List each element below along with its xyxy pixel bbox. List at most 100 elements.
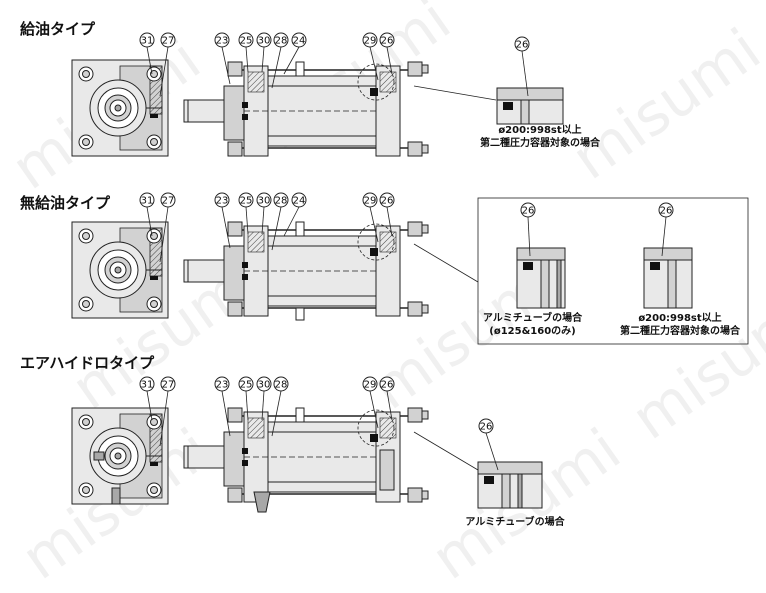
- tie-rod-nut-2: [227, 141, 243, 157]
- note-s2b-line1: ø200:998st以上: [638, 313, 722, 324]
- tie-rod-nut-inner-1: [150, 232, 158, 240]
- leader-line: [159, 390, 169, 447]
- callout-s3_side-5: 26: [379, 376, 395, 421]
- rod-seal-top: [242, 102, 248, 108]
- note-s2a: アルミチューブの場合 (ø125&160のみ): [470, 312, 595, 338]
- front-view-s1_front: [71, 59, 169, 157]
- tie-rod-nut-inner-3: [150, 300, 158, 308]
- callout-s2_detail_a: 26: [520, 202, 536, 257]
- tie-rod-end-1: [421, 304, 429, 314]
- rod-seal-bottom: [242, 114, 248, 120]
- leader-line: [386, 390, 393, 421]
- detail-alu-tube: [517, 473, 523, 509]
- leader-line: [245, 390, 249, 421]
- callout-number: 26: [660, 206, 673, 217]
- callout-number: 31: [141, 36, 154, 47]
- callout-s1_detail: 26: [514, 36, 530, 97]
- callout-number: 23: [216, 36, 229, 47]
- detail-cover: [477, 461, 543, 475]
- callout-s1_side-4: 24: [283, 32, 307, 75]
- tie-rod-nut-inner-2: [82, 300, 90, 308]
- detail-tube-wall: [540, 259, 550, 309]
- callout-number: 28: [275, 380, 288, 391]
- head-cover-section: [379, 231, 397, 253]
- callout-s3_side-0: 23: [214, 376, 231, 437]
- detail-circle: [357, 223, 395, 261]
- hydro-nozzle: [253, 491, 271, 513]
- side-view-s2_side: [183, 221, 429, 321]
- tie-rod-nut-2: [227, 301, 243, 317]
- detail-cover: [496, 87, 564, 101]
- tie-rod-end-1: [421, 144, 429, 154]
- callout-number: 26: [381, 36, 394, 47]
- detail-pointer-s2: [413, 243, 479, 283]
- leader-line: [221, 46, 231, 85]
- detail-cover: [516, 247, 566, 261]
- callout-number: 31: [141, 380, 154, 391]
- callout-s3_front-1: 27: [159, 376, 176, 447]
- piston-seal: [370, 88, 378, 96]
- callout-number: 26: [480, 422, 493, 433]
- detail-s2a: [516, 247, 566, 309]
- tie-rod-nut-0: [227, 221, 243, 237]
- leader-line: [369, 390, 379, 429]
- callout-number: 27: [162, 196, 175, 207]
- rod-seal-bottom: [242, 460, 248, 466]
- callout-s3_side-2: 30: [256, 376, 272, 421]
- seal-mark: [150, 114, 158, 118]
- detail-tube-wall: [520, 99, 530, 125]
- callout-s2_front-0: 31: [139, 192, 155, 237]
- tie-rod-nut-inner-1: [150, 70, 158, 78]
- leader-line: [245, 206, 249, 235]
- callout-s2_side-3: 28: [271, 192, 289, 251]
- tie-rod-nut-1: [407, 407, 423, 423]
- note-s2b: ø200:998st以上 第二種圧力容器対象の場合: [610, 312, 750, 338]
- tie-rod-nut-inner-2: [82, 138, 90, 146]
- section-title-air-hydro: エアハイドロタイプ: [20, 354, 155, 372]
- leader-line: [261, 46, 265, 73]
- detail-s3: [477, 461, 543, 509]
- detail-seal: [484, 476, 494, 484]
- rod-seal-top: [242, 262, 248, 268]
- tie-rod-nut-inner-2: [82, 486, 90, 494]
- callout-s2_side-0: 23: [214, 192, 231, 249]
- callout-s1_side-6: 26: [379, 32, 395, 75]
- port-top: [295, 221, 305, 237]
- side-view-s3_side: [183, 407, 429, 513]
- callout-number: 24: [293, 196, 306, 207]
- callout-s1_front-1: 27: [159, 32, 176, 97]
- callout-number: 30: [258, 380, 271, 391]
- tie-rod-nut-3: [407, 141, 423, 157]
- callout-number: 30: [258, 196, 271, 207]
- callout-number: 30: [258, 36, 271, 47]
- leader-line: [221, 206, 231, 249]
- callout-s1_side-1: 25: [238, 32, 254, 73]
- seal-mark: [150, 276, 158, 280]
- leader-line: [271, 390, 282, 437]
- port-top: [295, 407, 305, 423]
- leader-line: [261, 390, 265, 421]
- rod-cover-flange: [223, 245, 245, 301]
- leader-line: [527, 216, 531, 257]
- callout-number: 24: [293, 36, 306, 47]
- tie-rod-nut-3: [407, 301, 423, 317]
- callout-s3_side-4: 29: [362, 376, 379, 429]
- callout-number: 29: [364, 196, 377, 207]
- callout-number: 29: [364, 380, 377, 391]
- detail-cover: [643, 247, 693, 261]
- leader-line: [369, 206, 379, 243]
- callout-s3_front-0: 31: [139, 376, 155, 421]
- tie-rod-end-0: [421, 410, 429, 420]
- tie-rod-nut-0: [227, 61, 243, 77]
- leader-line: [245, 46, 249, 73]
- callout-number: 25: [240, 36, 253, 47]
- leader-line: [521, 50, 529, 97]
- head-cover-section: [379, 417, 397, 439]
- callout-s3_detail: 26: [478, 418, 499, 471]
- callout-s1_side-5: 29: [362, 32, 379, 81]
- tie-rod-nut-inner-0: [82, 232, 90, 240]
- note-s2a-line2: (ø125&160のみ): [489, 326, 576, 337]
- detail-alu-tube: [556, 259, 562, 309]
